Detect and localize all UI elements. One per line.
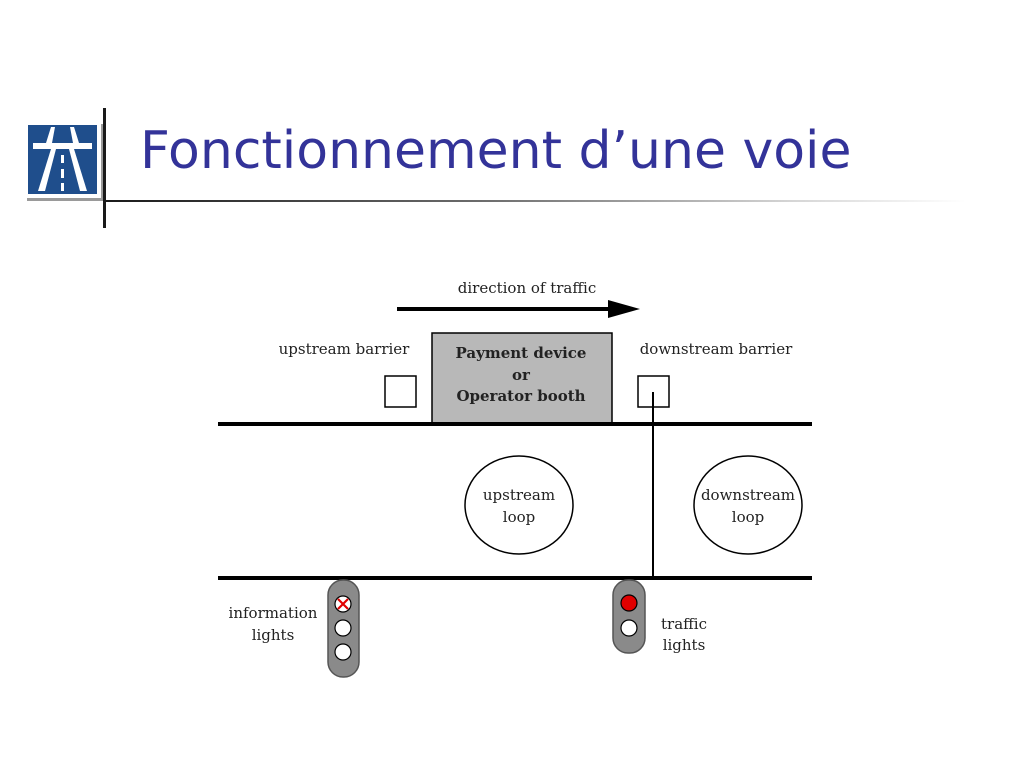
title-horizontal-rule	[106, 200, 966, 202]
upstream-loop	[464, 455, 574, 555]
traffic-light-red	[620, 594, 638, 612]
information-lights-label-line2: lights	[252, 626, 295, 644]
direction-label: direction of traffic	[458, 279, 596, 297]
payment-booth	[431, 332, 613, 425]
close-icon	[337, 598, 349, 610]
booth-label-line3: Operator booth	[456, 387, 585, 405]
information-lights-label-line1: information	[229, 604, 318, 622]
motorway-logo-icon	[24, 121, 104, 201]
traffic-lights-label-line1: traffic	[661, 615, 707, 633]
slide-title: Fonctionnement d’une voie	[140, 121, 852, 181]
information-light-bottom	[334, 643, 352, 661]
upstream-loop-label-line2: loop	[503, 508, 535, 526]
traffic-light-off	[620, 619, 638, 637]
downstream-loop-label-line2: loop	[732, 508, 764, 526]
booth-label-line1: Payment device	[456, 344, 587, 362]
traffic-lights-housing	[612, 579, 646, 654]
downstream-barrier-label: downstream barrier	[640, 340, 793, 358]
upstream-barrier	[384, 375, 417, 408]
upstream-loop-label-line1: upstream	[483, 486, 555, 504]
title-vertical-rule	[103, 108, 106, 228]
downstream-loop	[693, 455, 803, 555]
information-light-middle	[334, 619, 352, 637]
direction-arrow-head	[608, 300, 640, 318]
booth-label-line2: or	[512, 366, 531, 384]
upstream-barrier-label: upstream barrier	[279, 340, 411, 358]
downstream-loop-label-line1: downstream	[701, 486, 795, 504]
traffic-lights-label-line2: lights	[663, 636, 706, 654]
